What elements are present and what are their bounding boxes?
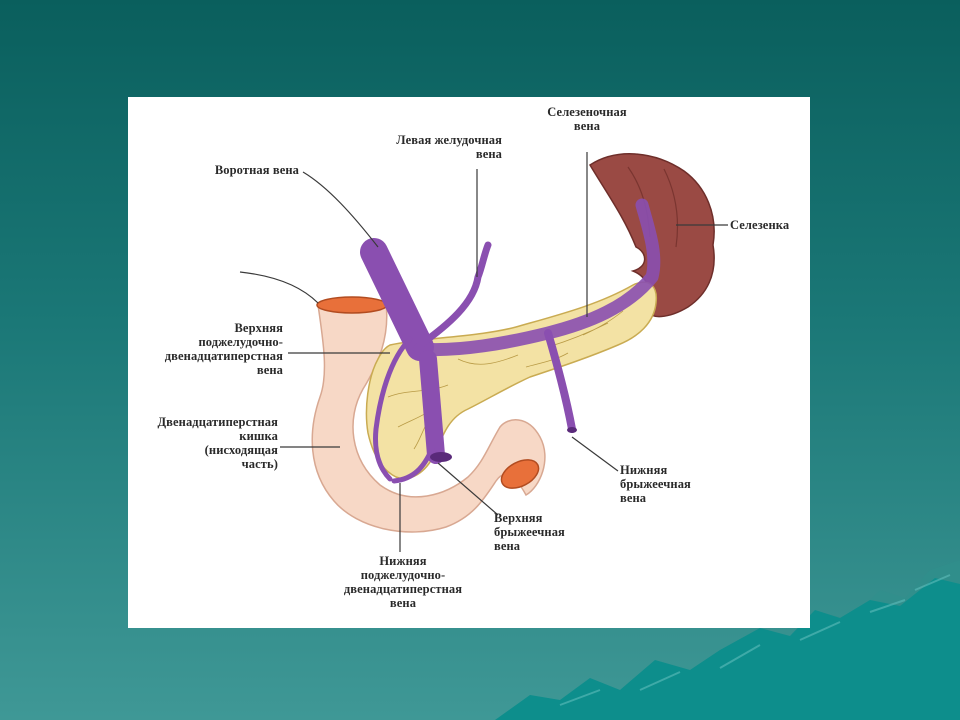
duodenum — [311, 301, 546, 533]
pancreas-vessel-network — [387, 310, 624, 450]
duodenum-cut-top — [316, 296, 388, 314]
leader-imv — [571, 436, 619, 472]
pancreas-vein-diagram — [239, 152, 728, 552]
imv-cut-end — [567, 427, 577, 433]
label-superior-pancreaticoduodenal-vein: Верхняя поджелудочно- двенадцатиперстная… — [164, 321, 283, 377]
label-spleen: Селезенка — [730, 218, 790, 232]
leader-duodenum-top — [239, 271, 319, 304]
vein-system — [360, 198, 661, 484]
label-inferior-pancreaticoduodenal-vein: Нижняя поджелудочно- двенадцатиперстная … — [343, 554, 463, 610]
label-portal-vein: Воротная вена — [214, 163, 299, 177]
label-duodenum: Двенадцатиперстная кишка (нисходящая час… — [157, 415, 278, 471]
mountain-front — [495, 578, 960, 720]
duodenum-cut-right — [500, 459, 540, 489]
label-inferior-mesenteric-vein: Нижняя брыжеечная вена — [620, 463, 691, 505]
diagram-panel: Воротная вена Левая желудочная вена Селе… — [128, 97, 810, 628]
inferior-mesenteric-vein — [544, 329, 576, 433]
superior-mesenteric-vein — [419, 350, 445, 464]
mountain-ridge-strokes — [559, 574, 951, 706]
superior-pancreaticoduodenal-vein — [373, 336, 413, 482]
label-left-gastric-vein: Левая желудочная вена — [396, 133, 502, 161]
leader-smv — [437, 462, 499, 516]
portal-vein — [360, 238, 434, 361]
splenic-vein — [413, 198, 661, 357]
leader-portal-vein — [302, 171, 379, 248]
label-splenic-vein: Селезеночная вена — [547, 105, 627, 133]
smv-cut-end — [430, 452, 452, 462]
left-gastric-vein — [416, 241, 492, 349]
inferior-pancreaticoduodenal-vein — [391, 446, 435, 484]
label-superior-mesenteric-vein: Верхняя брыжеечная вена — [494, 511, 565, 553]
